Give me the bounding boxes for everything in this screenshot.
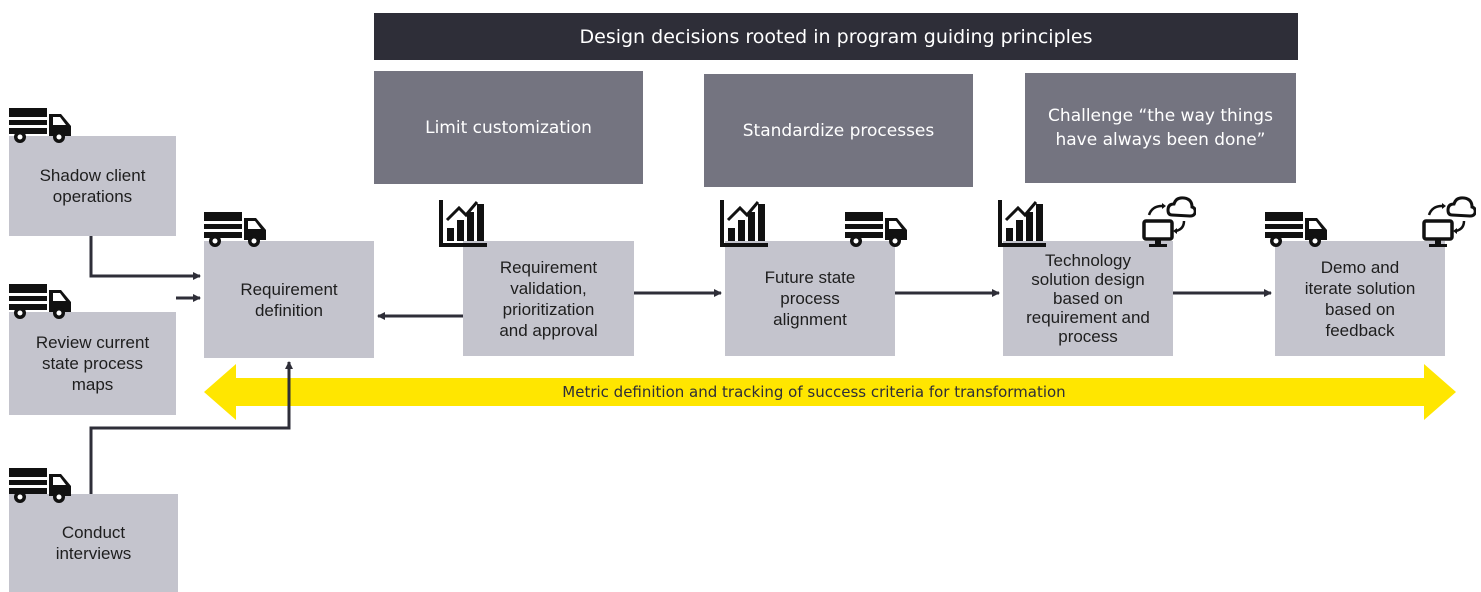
truck-icon (204, 212, 266, 247)
input-label: Review current state process maps (35, 333, 150, 394)
connector-interviews-to-requirement (89, 361, 293, 494)
truck-icon (845, 212, 907, 247)
principle-label: Standardize processes (742, 120, 935, 141)
step-label: Future state process alignment (764, 268, 856, 329)
principle-label: Challenge “the way things have always be… (1048, 106, 1273, 150)
bar-chart-icon (439, 200, 487, 247)
banner-text: Design decisions rooted in program guidi… (579, 25, 1093, 48)
step-demo-and-iterate: Demo and iterate solution based on feedb… (1275, 241, 1445, 356)
input-conduct-interviews: Conduct interviews (9, 494, 178, 592)
cloud-computer-icon (1142, 196, 1196, 247)
input-label: Conduct interviews (55, 523, 132, 563)
step-future-state-alignment: Future state process alignment (725, 241, 895, 356)
step-technology-solution-design: Technology solution design based on requ… (1003, 241, 1173, 356)
step-label: Demo and iterate solution based on feedb… (1304, 257, 1416, 340)
step-requirement-definition: Requirement definition (204, 241, 374, 358)
step-label: Requirement definition (240, 279, 338, 320)
principle-limit-customization: Limit customization (374, 71, 643, 184)
principle-label: Limit customization (425, 117, 592, 138)
principle-challenge-status-quo: Challenge “the way things have always be… (1025, 73, 1296, 183)
truck-icon (1265, 212, 1327, 247)
step-label: Technology solution design based on requ… (1026, 251, 1150, 346)
success-criteria-label: Metric definition and tracking of succes… (562, 383, 1066, 401)
bar-chart-icon (998, 200, 1046, 247)
input-label: Shadow client operations (39, 166, 146, 206)
cloud-computer-icon (1422, 196, 1476, 247)
step-requirement-validation: Requirement validation, prioritization a… (463, 241, 634, 356)
connector-shadow-to-requirement (89, 236, 201, 280)
bar-chart-icon (720, 200, 768, 247)
principle-standardize-processes: Standardize processes (704, 74, 973, 187)
input-review-current-state: Review current state process maps (9, 312, 176, 415)
principles-banner: Design decisions rooted in program guidi… (374, 13, 1298, 60)
truck-icon (9, 108, 71, 143)
input-shadow-client-operations: Shadow client operations (9, 136, 176, 236)
truck-icon (9, 284, 71, 319)
success-criteria-band (204, 364, 1456, 420)
step-label: Requirement validation, prioritization a… (499, 257, 598, 340)
truck-icon (9, 468, 71, 503)
